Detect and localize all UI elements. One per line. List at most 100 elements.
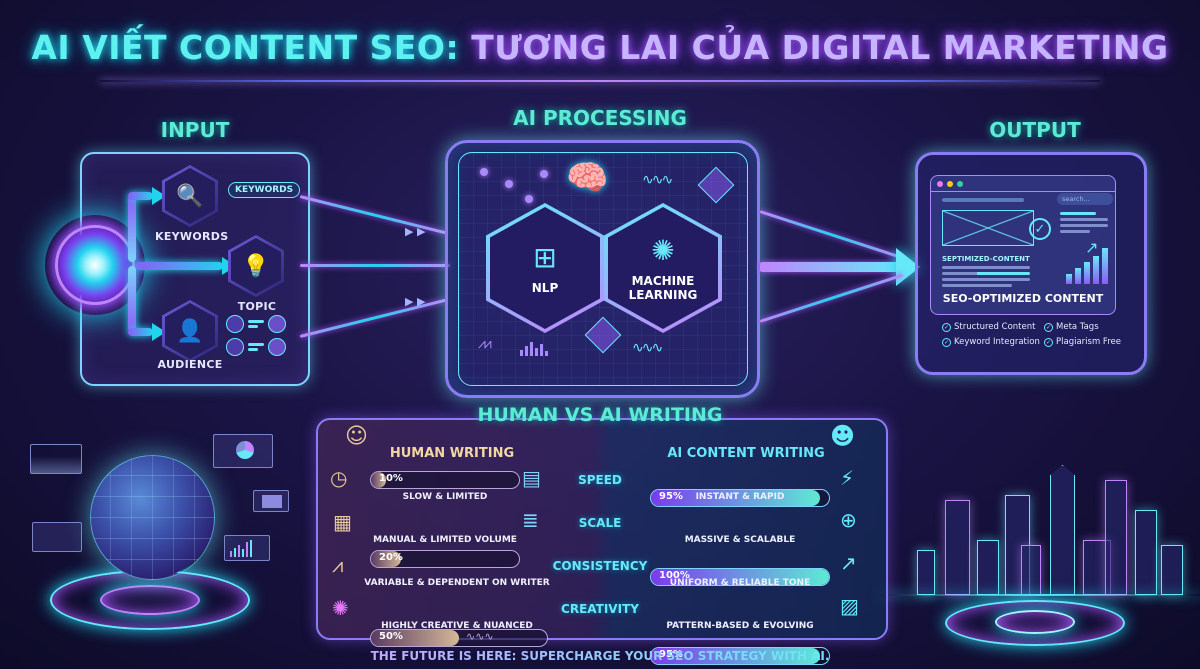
ai-consistency-caption: UNIFORM & RELIABLE TONE xyxy=(669,578,811,588)
data-beam xyxy=(300,264,450,267)
feature-item: ✓Structured Content xyxy=(942,322,1036,332)
page-title: AI VIẾT CONTENT SEO: TƯƠNG LAI CỦA DIGIT… xyxy=(31,28,1169,67)
network-node xyxy=(505,180,513,188)
mini-pie-chart-card xyxy=(213,434,273,468)
footer-tagline: THE FUTURE IS HERE: SUPERCHARGE YOUR SEO… xyxy=(0,649,1200,663)
ai-speed-caption: INSTANT & RAPID xyxy=(695,492,785,502)
ai-consistency-bar: 95% xyxy=(650,647,830,665)
check-circle-icon: ✓ xyxy=(1029,218,1051,240)
arrow-to-keywords-stem xyxy=(128,196,136,262)
data-beam xyxy=(759,210,904,260)
histogram-icon xyxy=(520,342,548,356)
ai-scale-caption: MASSIVE & SCALABLE xyxy=(684,535,796,545)
user-icon: 👤 xyxy=(176,318,204,344)
feature-item: ✓Meta Tags xyxy=(1044,322,1099,332)
check-icon: ✓ xyxy=(942,337,951,347)
feature-item: ✓Plagiarism Free xyxy=(1044,337,1121,347)
city-hologram-pad-inner xyxy=(995,610,1075,634)
human-consistency-bar: 50% ∿∿∿ xyxy=(370,629,548,647)
pie-chart-icon xyxy=(236,441,254,459)
window-dot-icon xyxy=(957,180,963,187)
play-arrows-icon: ▶ ▶ xyxy=(405,225,426,238)
ai-writing-title: AI CONTENT WRITING xyxy=(667,446,825,461)
comparison-panel xyxy=(316,418,888,640)
paint-splash-icon: ✺ xyxy=(332,596,349,620)
play-arrows-icon: ▶ ▶ xyxy=(405,295,426,308)
tree-diagram-icon: ⊞ xyxy=(533,240,557,274)
window-dot-icon xyxy=(947,180,953,187)
human-consistency-caption: VARIABLE & DEPENDENT ON WRITER xyxy=(364,578,550,588)
mini-bar-chart-icon xyxy=(224,535,270,561)
arrow-to-topic xyxy=(135,262,223,270)
metric-creativity: CREATIVITY xyxy=(561,602,639,616)
processing-label: AI PROCESSING xyxy=(513,106,687,130)
mail-icon xyxy=(253,490,289,512)
audience-profile-row-1 xyxy=(226,315,286,333)
keywords-label: KEYWORDS xyxy=(155,230,229,243)
metric-speed: SPEED xyxy=(578,473,622,487)
comparison-heading: HUMAN VS AI WRITING xyxy=(477,404,723,426)
human-creativity-caption: HIGHLY CREATIVE & NUANCED xyxy=(381,621,533,631)
user-avatar-icon xyxy=(268,338,286,356)
audience-profile-row-2 xyxy=(226,338,286,356)
human-scale-caption: MANUAL & LIMITED VOLUME xyxy=(373,535,517,545)
network-node xyxy=(540,170,548,178)
url-bar xyxy=(942,198,1024,202)
nlp-label: NLP xyxy=(531,280,559,295)
metric-scale: SCALE xyxy=(578,516,622,530)
topic-label: TOPIC xyxy=(237,300,277,313)
output-label: OUTPUT xyxy=(989,118,1081,142)
lightning-icon: ⚡ xyxy=(840,466,855,490)
clock-icon: ◷ xyxy=(330,466,348,490)
data-beam xyxy=(759,273,904,323)
wave-icon: ∿∿∿ xyxy=(466,630,494,643)
content-lines xyxy=(942,266,1030,287)
metric-consistency: CONSISTENCY xyxy=(552,559,648,573)
line-chart-icon: ⩘⩘ xyxy=(478,336,492,352)
trend-chart-icon: ↗ xyxy=(840,551,857,575)
arrow-to-audience-stem xyxy=(128,266,136,332)
city-hologram-pad xyxy=(945,600,1125,646)
brain-icon: 🧠 xyxy=(566,158,609,198)
ai-scale-bar: 100% xyxy=(650,568,830,586)
check-icon: ✓ xyxy=(1044,322,1053,332)
title-divider xyxy=(100,80,1100,82)
globe-icon xyxy=(90,455,215,580)
window-dot-icon xyxy=(937,180,943,187)
human-head-icon: ☺ xyxy=(345,424,368,449)
audience-label: AUDIENCE xyxy=(157,358,223,371)
brain-network-icon: ✺ xyxy=(651,233,675,267)
document-icon: ▦ xyxy=(333,510,352,534)
lightbulb-icon: 💡 xyxy=(242,253,270,279)
browser-titlebar xyxy=(931,176,1115,192)
trend-arrow-icon: ↗ xyxy=(1085,238,1099,257)
waveform-icon: ∿∿∿ xyxy=(632,340,663,356)
user-avatar-icon xyxy=(268,315,286,333)
seo-content-title: SEO-OPTIMIZED CONTENT xyxy=(942,292,1104,305)
ai-speed-bar: 95% xyxy=(650,489,830,507)
human-speed-caption: SLOW & LIMITED xyxy=(402,492,488,502)
globe-icon: ⊕ xyxy=(840,508,857,532)
text-block xyxy=(1060,212,1108,233)
network-node xyxy=(525,195,533,203)
chat-bubble-icon: ▤ xyxy=(522,466,541,490)
human-scale-bar: 20% xyxy=(370,550,520,568)
search-input[interactable]: search... xyxy=(1057,193,1113,205)
network-node xyxy=(480,168,488,176)
feature-list: ✓Structured Content ✓Meta Tags ✓Keyword … xyxy=(942,322,1124,347)
waveform-icon: ∿∿∿ xyxy=(642,172,673,188)
mini-code-card xyxy=(32,522,82,552)
magnifier-icon: 🔍 xyxy=(176,183,204,209)
circuit-window-icon: ▨ xyxy=(840,594,859,618)
audience-node: 👤 xyxy=(162,300,218,362)
city-skyline xyxy=(895,420,1200,595)
human-speed-bar: 10% xyxy=(370,471,520,489)
feature-item: ✓Keyword Integration xyxy=(942,337,1040,347)
keywords-cloud: KEYWORDS xyxy=(228,182,301,198)
arrow-to-keywords xyxy=(128,192,153,200)
arrow-to-audience xyxy=(128,328,153,336)
image-placeholder-icon xyxy=(942,210,1034,246)
user-avatar-icon xyxy=(226,338,244,356)
check-icon: ✓ xyxy=(942,322,951,332)
ai-head-icon: ☻ xyxy=(830,422,856,450)
